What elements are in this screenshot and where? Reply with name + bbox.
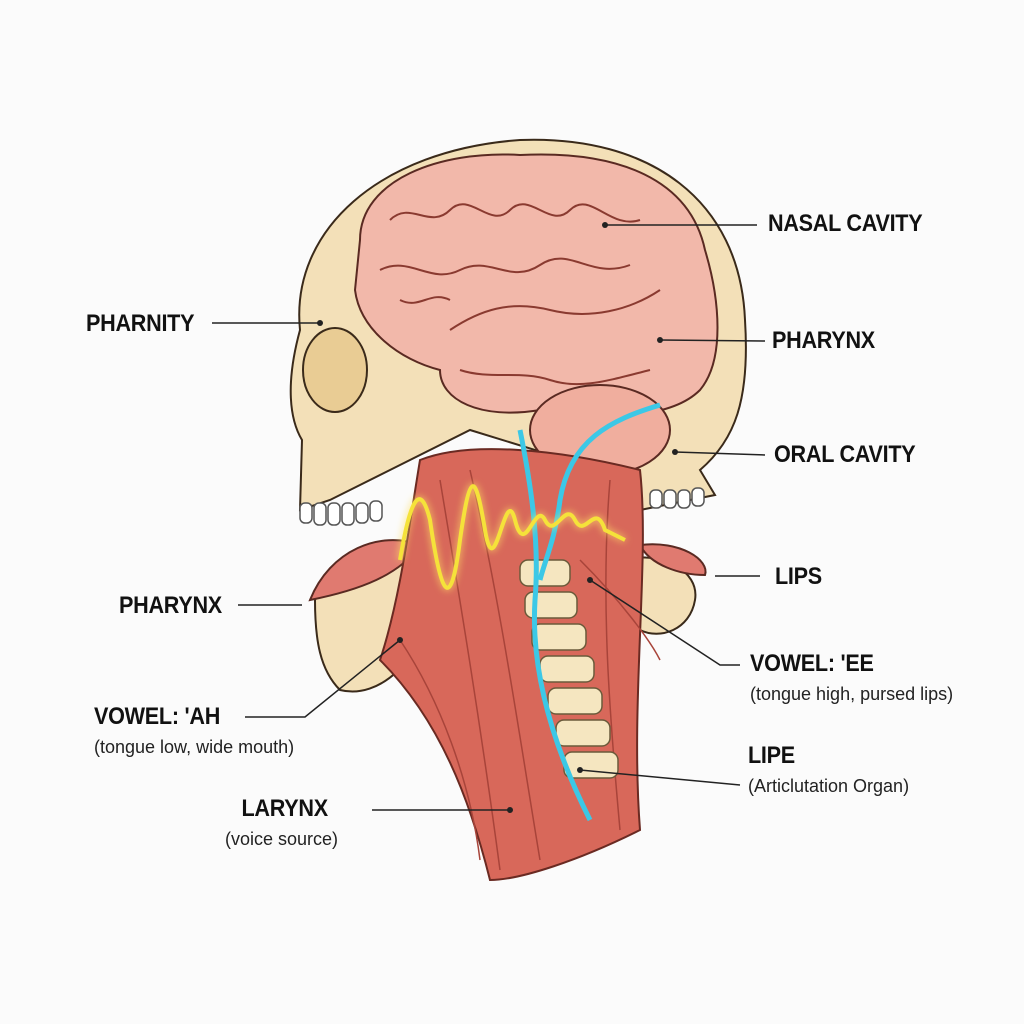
muscle-striations [399,469,661,871]
label-title: NASAL CAVITY [768,210,923,237]
label-nasal-cavity: NASAL CAVITY [768,210,940,238]
leader-lines [212,224,766,811]
label-lipe: LIPE (Articlutation Organ) [748,742,909,797]
label-title: PHARNITY [86,310,195,337]
label-title: LARYNX [241,795,328,822]
label-larynx: LARYNX (voice source) [225,795,338,850]
upper-teeth [299,487,705,526]
label-oral-cavity: ORAL CAVITY [774,441,931,469]
label-subtitle: (tongue high, pursed lips) [750,684,954,704]
label-title: ORAL CAVITY [774,441,916,468]
eye-socket [302,327,368,413]
brain-folds [379,203,661,386]
label-pharynx-right: PHARYNX [772,327,886,355]
sound-wave [398,484,626,590]
lips-right [638,543,707,577]
label-lips: LIPS [775,563,827,591]
label-title: PHARYNX [119,592,222,619]
cyan-tube [517,429,593,822]
label-subtitle: (voice source) [225,829,339,849]
label-title: PHARYNX [772,327,875,354]
label-pharynx-left: PHARYNX [119,592,233,620]
label-pharnity: PHARNITY [86,310,206,338]
label-vowel-ee: VOWEL: 'EE (tongue high, pursed lips) [750,650,953,705]
label-title: VOWEL: 'AH [94,703,221,730]
label-subtitle: (Articlutation Organ) [748,776,910,796]
label-title: VOWEL: 'EE [750,650,874,677]
label-vowel-ah: VOWEL: 'AH (tongue low, wide mouth) [94,703,294,758]
leader-dots [317,222,678,813]
brain [353,153,719,417]
label-title: LIPE [748,742,795,769]
label-subtitle: (tongue low, wide mouth) [94,737,295,757]
cyan-tube [537,402,661,581]
label-title: LIPS [775,563,822,590]
